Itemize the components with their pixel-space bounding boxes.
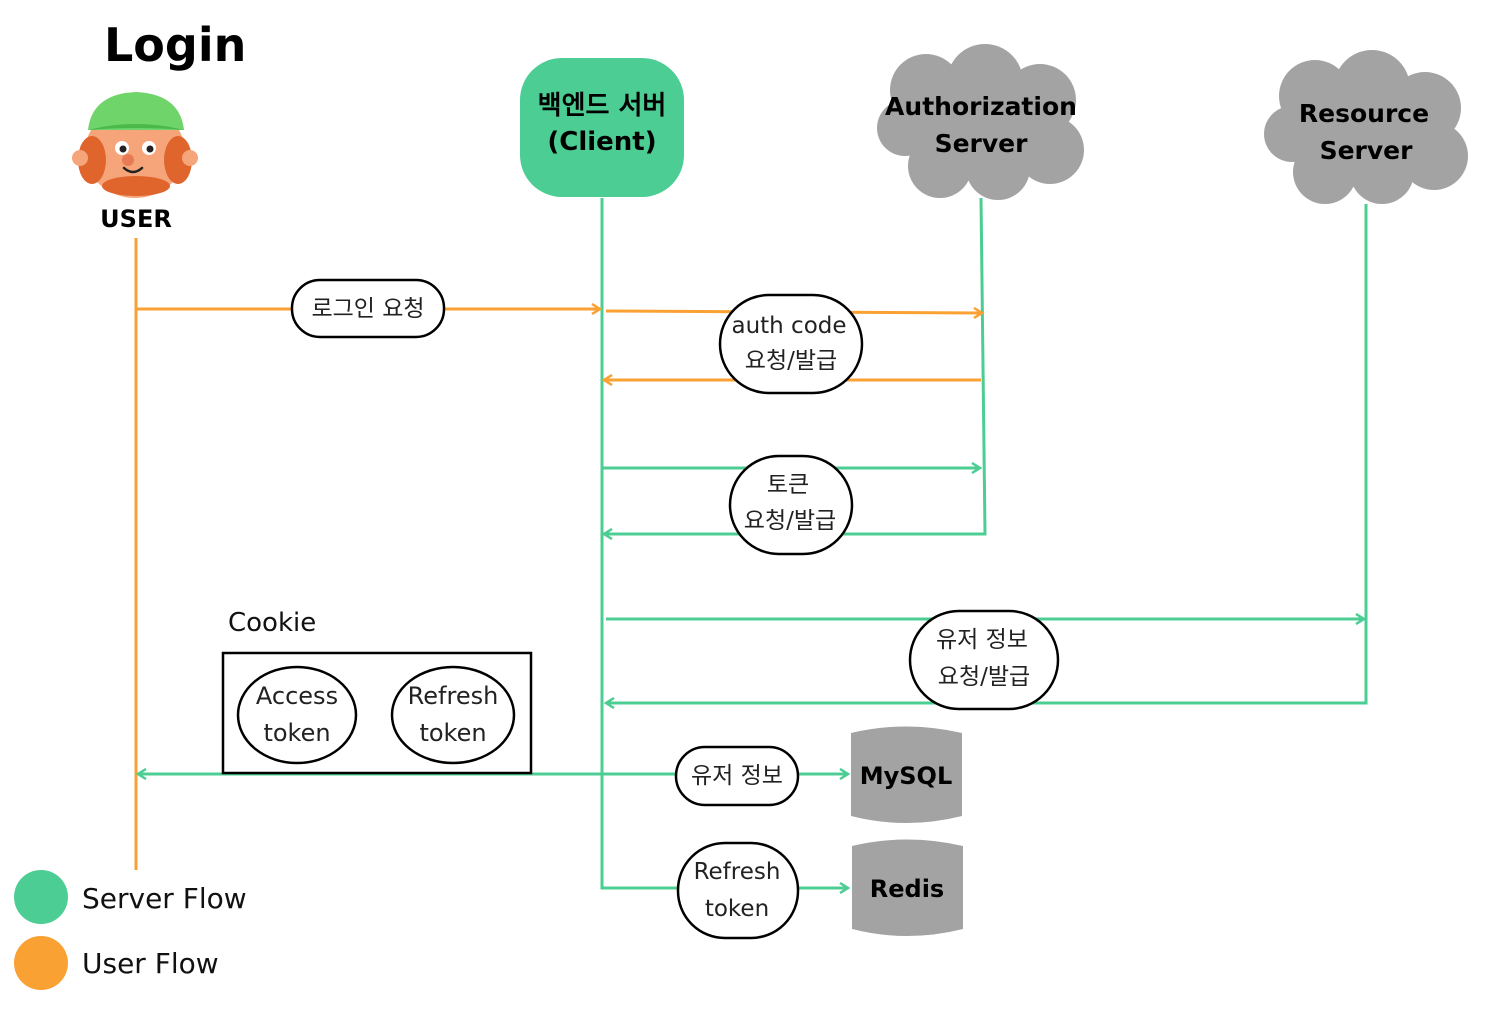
authorization-server-cloud: Authorization Server (877, 44, 1084, 200)
access-token-line2: token (263, 719, 330, 747)
server-flow-legend-label: Server Flow (82, 882, 247, 915)
user-info-text-line2: 요청/발급 (938, 664, 1030, 690)
login-request-label: 로그인 요청 (290, 278, 446, 339)
access-token-line1: Access (256, 682, 338, 710)
auth-code-text-line1: auth code (731, 313, 846, 339)
mysql-label: MySQL (860, 762, 953, 790)
token-text-line2: 요청/발급 (744, 508, 836, 534)
user-label: USER (100, 205, 172, 233)
auth-code-label: auth code 요청/발급 (718, 293, 864, 395)
cookie-title: Cookie (228, 608, 316, 638)
token-label: 토큰 요청/발급 (728, 454, 854, 556)
resource-server-cloud: Resource Server (1264, 50, 1468, 204)
resource-server-lifeline (606, 204, 1368, 703)
diagram-title: Login (104, 18, 246, 72)
user-flow-swatch (14, 936, 68, 990)
login-request-text: 로그인 요청 (311, 296, 424, 322)
client-label-line1: 백엔드 서버 (538, 91, 667, 121)
refresh-store-text-line2: token (705, 896, 769, 922)
redis-label: Redis (870, 875, 944, 903)
resource-server-label-line2: Server (1320, 136, 1414, 165)
user-avatar-icon (72, 92, 198, 198)
mysql-database: MySQL (851, 726, 962, 823)
client-node: 백엔드 서버 (Client) (520, 58, 684, 197)
user-info-store-label: 유저 정보 (674, 745, 800, 807)
refresh-token-line2: token (419, 719, 486, 747)
auth-code-text-line2: 요청/발급 (745, 348, 837, 374)
access-token-chip: Access token (236, 665, 358, 765)
redis-database: Redis (852, 839, 963, 936)
client-label-line2: (Client) (547, 127, 656, 157)
resource-server-label-line1: Resource (1299, 99, 1429, 128)
user-flow-legend-label: User Flow (82, 947, 219, 980)
legend: Server Flow User Flow (14, 870, 247, 990)
refresh-token-line1: Refresh (408, 682, 499, 710)
client-lifeline (600, 198, 678, 890)
token-text-line1: 토큰 (767, 472, 809, 498)
auth-server-label-line2: Server (935, 129, 1029, 158)
server-flow-swatch (14, 870, 68, 924)
user-info-text-line1: 유저 정보 (936, 627, 1028, 653)
user-info-store-text: 유저 정보 (691, 763, 783, 789)
auth-server-label-line1: Authorization (885, 92, 1077, 121)
user-info-label: 유저 정보 요청/발급 (908, 609, 1060, 711)
refresh-token-chip: Refresh token (390, 665, 516, 765)
refresh-store-text-line1: Refresh (694, 859, 781, 885)
refresh-store-label: Refresh token (676, 841, 800, 940)
